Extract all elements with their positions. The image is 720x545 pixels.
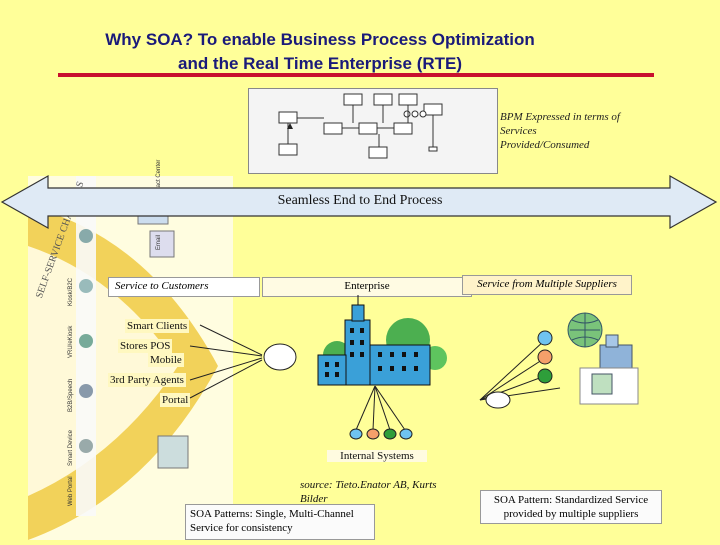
soa-pattern-standardized: SOA Pattern: Standardized Service provid… [480, 490, 662, 524]
call-center-icon [157, 435, 189, 469]
connector-supplier [479, 339, 546, 401]
channel-stores-pos: Stores POS [118, 339, 173, 353]
supplier-service-node [537, 368, 553, 384]
channel-third-party-agents: 3rd Party Agents [108, 373, 186, 387]
internal-system-node [383, 428, 397, 440]
bpm-flow-diagram [278, 93, 443, 159]
title-underline [58, 73, 654, 77]
connector-internal [374, 385, 406, 431]
building-wing [369, 344, 431, 386]
bpm-node [368, 146, 388, 159]
device-icon [79, 384, 93, 398]
connector-stores-pos [189, 345, 263, 357]
connector-internal [372, 385, 376, 431]
title-line-1: Why SOA? To enable Business Process Opti… [105, 30, 535, 49]
bpm-event [419, 110, 427, 118]
soa-pattern-multichannel: SOA Patterns: Single, Multi-Channel Serv… [185, 504, 375, 540]
channel-portal: Portal [160, 393, 191, 407]
connector-third-party [189, 357, 263, 381]
seamless-process-label: Seamless End to End Process [277, 193, 443, 208]
building-windows [325, 328, 418, 377]
supplier-service-node [537, 330, 553, 346]
channel-hub-node [263, 343, 297, 371]
connector-portal [189, 359, 263, 399]
internal-system-node [399, 428, 413, 440]
device-icon [79, 279, 93, 293]
building-tower [344, 319, 371, 386]
bpm-description: BPM Expressed in terms of Services Provi… [500, 111, 620, 151]
double-arrow-shape [0, 174, 718, 230]
building-side [317, 354, 347, 386]
connector-supplier [479, 357, 546, 401]
device-icon [79, 229, 93, 243]
supplier-hub-node [485, 391, 511, 409]
channel-mobile: Mobile [148, 353, 184, 367]
service-from-suppliers-label: Service from Multiple Suppliers [462, 275, 632, 295]
bpm-process-model [248, 88, 498, 174]
bpm-start-marker [287, 123, 293, 129]
device-icon [79, 334, 93, 348]
connector-internal [355, 385, 376, 431]
phone-icon [149, 230, 175, 258]
title-line-2: and the Real Time Enterprise (RTE) [177, 54, 463, 73]
seamless-process-arrow [0, 174, 718, 230]
page-title: Why SOA? To enable Business Process Opti… [40, 28, 600, 76]
internal-system-node [366, 428, 380, 440]
internal-system-node [349, 428, 363, 440]
connector-smart-clients [199, 324, 263, 356]
device-icon [79, 439, 93, 453]
channels-inner-band [28, 246, 178, 496]
source-citation: source: Tieto.Enator AB, Kurts Bilder [300, 479, 437, 505]
supplier-service-node [537, 349, 553, 365]
channel-smart-clients: Smart Clients [125, 319, 190, 333]
bpm-connectors [287, 105, 434, 147]
connector-internal [374, 385, 391, 431]
bpm-end-marker [428, 146, 438, 152]
service-to-customers-label: Service to Customers [108, 277, 260, 297]
building-top [351, 304, 365, 322]
internal-systems-label: Internal Systems [327, 450, 427, 462]
bpm-event [411, 110, 419, 118]
office-building-icon-top [605, 334, 619, 348]
supplier-building-icon [591, 373, 613, 395]
globe-icon-lines [570, 313, 600, 347]
